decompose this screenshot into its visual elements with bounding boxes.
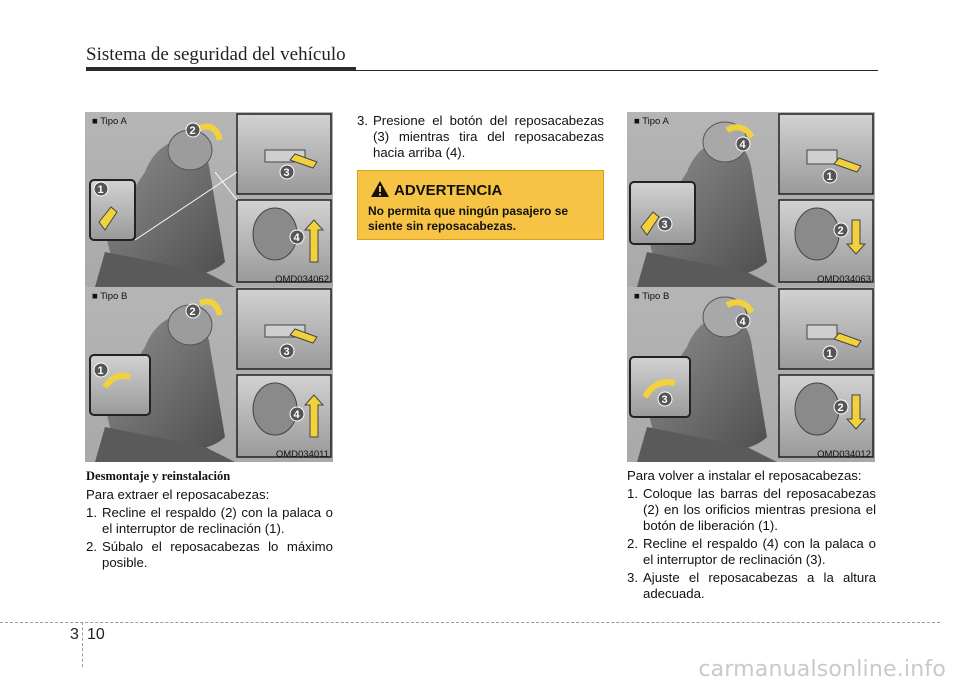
header-rule-thin [356, 70, 878, 71]
figure-code: OMD034012 [817, 449, 871, 460]
figure-type-label: ■ Tipo B [634, 291, 670, 302]
chapter-number: 3 [70, 626, 79, 643]
footer-divider [82, 622, 83, 667]
callout-4: 4 [740, 139, 747, 151]
figure-code: OMD034062 [275, 274, 329, 285]
callout-2: 2 [190, 125, 196, 137]
figure-type-label: ■ Tipo B [92, 291, 128, 302]
step-text: Recline el respaldo (2) con la palaca o … [102, 505, 333, 536]
warning-box: ADVERTENCIA No permita que ningún pasaje… [357, 170, 604, 240]
seat-illustration: 1 2 3 4 [629, 113, 874, 287]
list-item: 3. Presione el botón del reposacabezas (… [357, 113, 604, 161]
page-header-title: Sistema de seguridad del vehículo [86, 44, 346, 65]
warning-title: ADVERTENCIA [394, 182, 503, 199]
seat-illustration: 1 2 3 4 [89, 113, 332, 287]
page-number: 10 [87, 626, 105, 643]
list-item: 3. Ajuste el reposacabezas a la altura a… [627, 570, 876, 602]
callout-4: 4 [294, 232, 301, 244]
figure-right-bottom: 1 2 3 4 ■ Tipo B OMD034012 [627, 287, 875, 462]
figure-code: OMD034063 [817, 274, 871, 285]
seat-illustration: 1 2 3 4 [89, 288, 332, 462]
callout-1: 1 [98, 365, 104, 377]
callout-3: 3 [284, 167, 290, 179]
list-item: 1. Recline el respaldo (2) con la palaca… [86, 505, 333, 537]
step-number: 2. [627, 536, 638, 551]
header-rule [86, 67, 356, 71]
figure-left-top: 1 2 3 4 ■ Tipo A OMD034062 [85, 112, 333, 287]
callout-3: 3 [662, 394, 668, 406]
section-subheading: Desmontaje y reinstalación [86, 469, 231, 483]
list-item: 1. Coloque las barras del reposacabezas … [627, 486, 876, 534]
middle-text-column: 3. Presione el botón del reposacabezas (… [357, 111, 604, 161]
step-text: Ajuste el reposacabezas a la altura adec… [643, 570, 876, 601]
callout-3: 3 [284, 346, 290, 358]
right-text-column: Para volver a instalar el reposacabezas:… [627, 468, 876, 602]
step-number: 2. [86, 539, 97, 554]
callout-3: 3 [662, 219, 668, 231]
callout-4: 4 [740, 316, 747, 328]
step-text: Presione el botón del reposacabezas (3) … [373, 113, 604, 160]
callout-4: 4 [294, 409, 301, 421]
step-text: Coloque las barras del reposacabezas (2)… [643, 486, 876, 533]
step-number: 3. [357, 113, 368, 128]
callout-1: 1 [827, 348, 833, 360]
warning-icon [371, 181, 389, 197]
step-number: 1. [627, 486, 638, 501]
figure-type-label: ■ Tipo A [634, 116, 669, 127]
step-text: Recline el respaldo (4) con la palaca o … [643, 536, 876, 567]
seat-illustration: 1 2 3 4 [629, 288, 874, 462]
footer-rule [0, 622, 940, 623]
figure-code: OMD034011 [275, 449, 329, 460]
figure-type-label: ■ Tipo A [92, 116, 127, 127]
left-text-column: Desmontaje y reinstalación Para extraer … [86, 468, 333, 571]
warning-text: No permita que ningún pasajero se siente… [368, 204, 569, 233]
figure-right-top: 1 2 3 4 ■ Tipo A OMD034063 [627, 112, 875, 287]
figure-left-bottom: 1 2 3 4 ■ Tipo B OMD034011 [85, 287, 333, 462]
callout-2: 2 [838, 402, 844, 414]
list-item: 2. Súbalo el reposacabezas lo máximo pos… [86, 539, 333, 571]
step-number: 3. [627, 570, 638, 585]
step-number: 1. [86, 505, 97, 520]
intro-text: Para volver a instalar el reposacabezas: [627, 468, 862, 483]
intro-text: Para extraer el reposacabezas: [86, 487, 270, 502]
callout-1: 1 [98, 184, 104, 196]
watermark: carmanualsonline.info [698, 657, 946, 682]
step-text: Súbalo el reposacabezas lo máximo posibl… [102, 539, 333, 570]
callout-1: 1 [827, 171, 833, 183]
list-item: 2. Recline el respaldo (4) con la palaca… [627, 536, 876, 568]
callout-2: 2 [838, 225, 844, 237]
callout-2: 2 [190, 306, 196, 318]
